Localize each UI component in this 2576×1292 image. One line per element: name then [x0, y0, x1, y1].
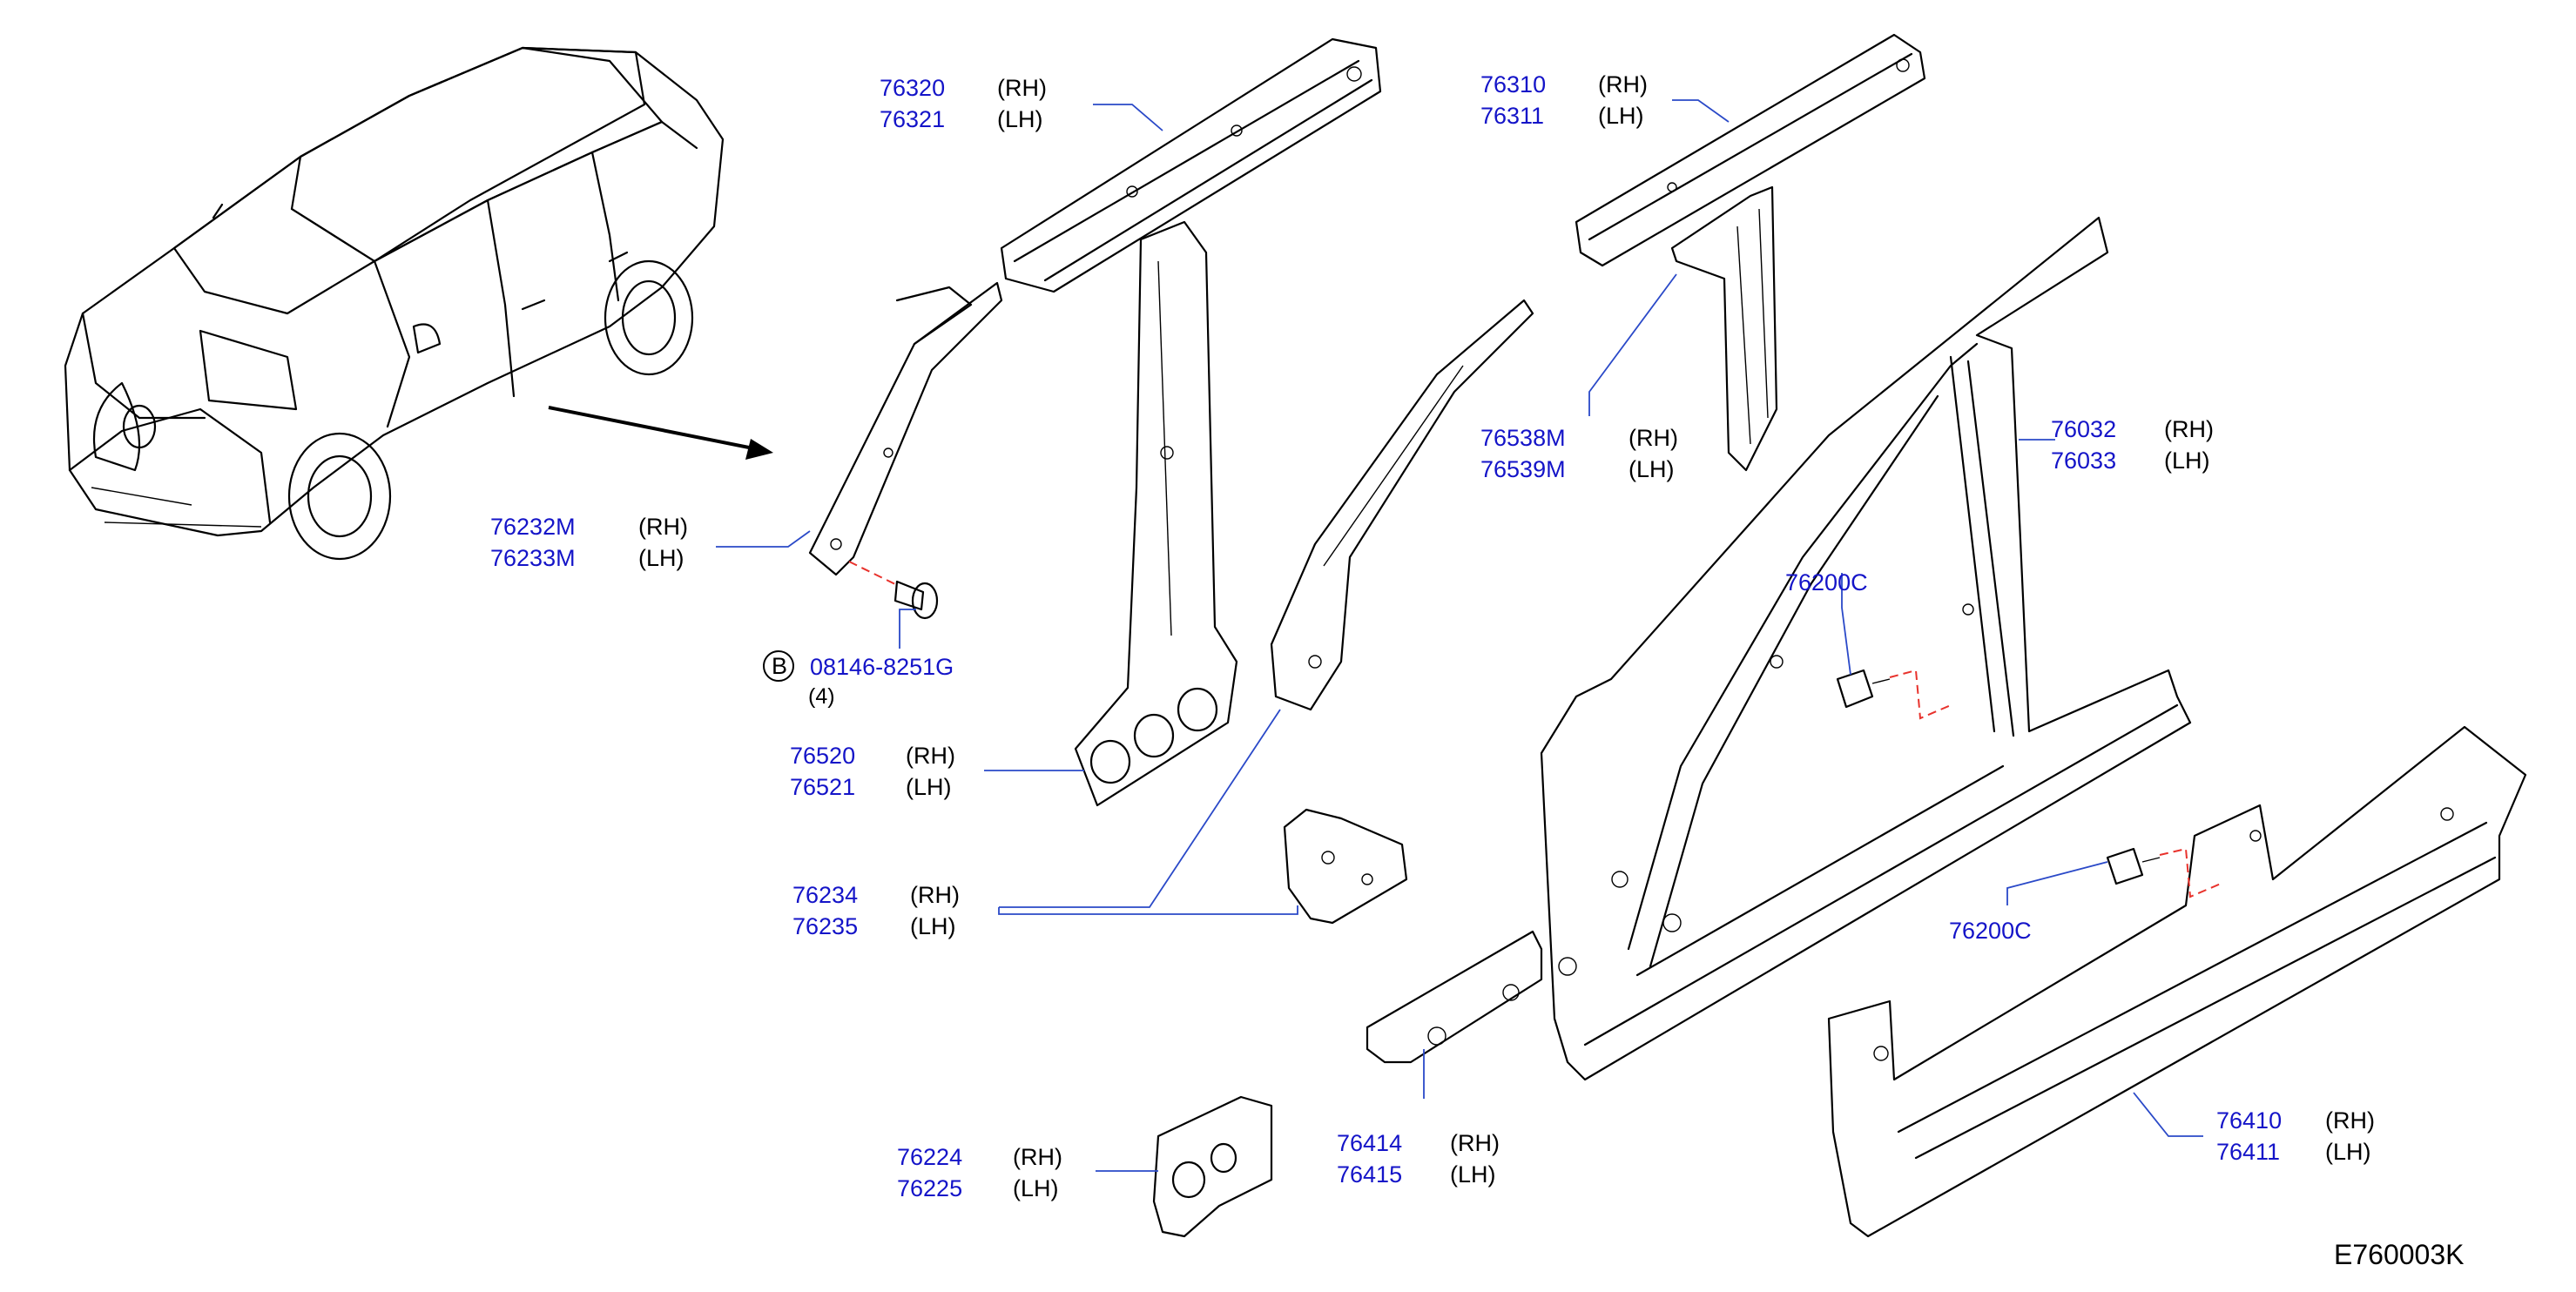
a-pillar-inner-drawing: [808, 281, 1003, 576]
bolt-drawing: [848, 561, 939, 620]
b-pillar-inner-drawing: [1074, 220, 1238, 807]
callout-76310: 76310 (RH) 76311 (LH): [1480, 71, 1648, 129]
side-label-lh: (LH): [1450, 1161, 1496, 1188]
part-number-lh-76225[interactable]: 76225: [897, 1175, 962, 1201]
part-number-rh-76310[interactable]: 76310: [1480, 71, 1546, 98]
side-label-lh: (LH): [2164, 447, 2210, 474]
part-number-lh-76415[interactable]: 76415: [1337, 1161, 1402, 1188]
pillar-bracket-drawing: [1283, 808, 1408, 925]
side-label-rh: (RH): [1598, 71, 1648, 98]
side-label-rh: (RH): [1450, 1130, 1500, 1156]
side-label-rh: (RH): [910, 882, 960, 908]
side-label-rh: (RH): [1013, 1144, 1062, 1170]
body-side-outer-drawing: [1540, 216, 2192, 1081]
side-label-lh: (LH): [2325, 1139, 2371, 1165]
callout-76224: 76224 (RH) 76225 (LH): [897, 1144, 1062, 1201]
side-label-rh: (RH): [2164, 416, 2214, 442]
callout-76410: 76410 (RH) 76411 (LH): [2216, 1107, 2375, 1165]
part-number-lh-76411[interactable]: 76411: [2216, 1139, 2280, 1165]
part-number-rh-76320[interactable]: 76320: [880, 75, 945, 101]
roof-rail-rear-drawing: [1575, 33, 1926, 267]
part-number-clip-upper[interactable]: 76200C: [1785, 569, 1868, 596]
side-label-lh: (LH): [1598, 103, 1644, 129]
part-number-rh-76234[interactable]: 76234: [792, 882, 858, 908]
part-number-rh-76520[interactable]: 76520: [790, 743, 855, 769]
rear-sill-outer-drawing: [1827, 725, 2527, 1238]
side-label-lh: (LH): [997, 106, 1043, 132]
sill-extension-drawing: [1366, 930, 1543, 1064]
part-number-lh-76321[interactable]: 76321: [880, 106, 945, 132]
part-number-lh-76233M[interactable]: 76233M: [490, 545, 576, 571]
bolt-quantity: (4): [808, 684, 835, 709]
pillar-reinforcement-drawing: [1270, 299, 1534, 711]
part-number-lh-76521[interactable]: 76521: [790, 774, 855, 800]
callout-76414: 76414 (RH) 76415 (LH): [1337, 1130, 1500, 1188]
side-label-lh: (LH): [1629, 456, 1675, 482]
callout-76320: 76320 (RH) 76321 (LH): [880, 75, 1047, 132]
side-label-rh: (RH): [638, 514, 688, 540]
diagram-code: E760003K: [2334, 1239, 2464, 1270]
part-number-rh-76032[interactable]: 76032: [2051, 416, 2116, 442]
sill-plate-drawing: [1152, 1095, 1273, 1238]
center-pillar-inner-drawing: [1670, 185, 1778, 472]
part-number-rh-76232M[interactable]: 76232M: [490, 514, 576, 540]
part-number-rh-76538M[interactable]: 76538M: [1480, 425, 1566, 451]
part-number-rh-76224[interactable]: 76224: [897, 1144, 962, 1170]
part-number-clip-lower[interactable]: 76200C: [1949, 918, 2032, 944]
direction-arrow: [548, 406, 773, 460]
side-label-rh: (RH): [906, 743, 955, 769]
side-label-lh: (LH): [910, 913, 956, 939]
side-label-rh: (RH): [2325, 1107, 2375, 1134]
callout-76032: 76032 (RH) 76033 (LH): [2051, 416, 2214, 474]
side-label-rh: (RH): [1629, 425, 1678, 451]
callout-76232M: 76232M (RH) 76233M (LH): [490, 514, 688, 571]
part-number-lh-76033[interactable]: 76033: [2051, 447, 2116, 474]
part-number-bolt[interactable]: 08146-8251G: [810, 654, 954, 680]
clip-lower-drawing: [2106, 847, 2222, 898]
side-label-lh: (LH): [906, 774, 952, 800]
bolt-badge: B: [772, 653, 787, 679]
bolt-badge-circle: [763, 650, 794, 682]
callout-76520: 76520 (RH) 76521 (LH): [790, 743, 955, 800]
part-number-rh-76414[interactable]: 76414: [1337, 1130, 1402, 1156]
leader-lines: [716, 99, 2203, 1172]
side-label-lh: (LH): [638, 545, 684, 571]
roof-rail-front-drawing: [1000, 37, 1382, 293]
part-number-lh-76539M[interactable]: 76539M: [1480, 456, 1566, 482]
callout-76538M: 76538M (RH) 76539M (LH): [1480, 425, 1678, 482]
side-label-lh: (LH): [1013, 1175, 1059, 1201]
clip-upper-drawing: [1836, 669, 1952, 720]
vehicle-illustration: [64, 46, 725, 561]
callout-76234: 76234 (RH) 76235 (LH): [792, 882, 960, 939]
part-number-lh-76235[interactable]: 76235: [792, 913, 858, 939]
part-number-rh-76410[interactable]: 76410: [2216, 1107, 2282, 1134]
callout-bolt: B 08146-8251G (4): [763, 650, 954, 709]
part-number-lh-76311[interactable]: 76311: [1480, 103, 1544, 129]
side-label-rh: (RH): [997, 75, 1047, 101]
